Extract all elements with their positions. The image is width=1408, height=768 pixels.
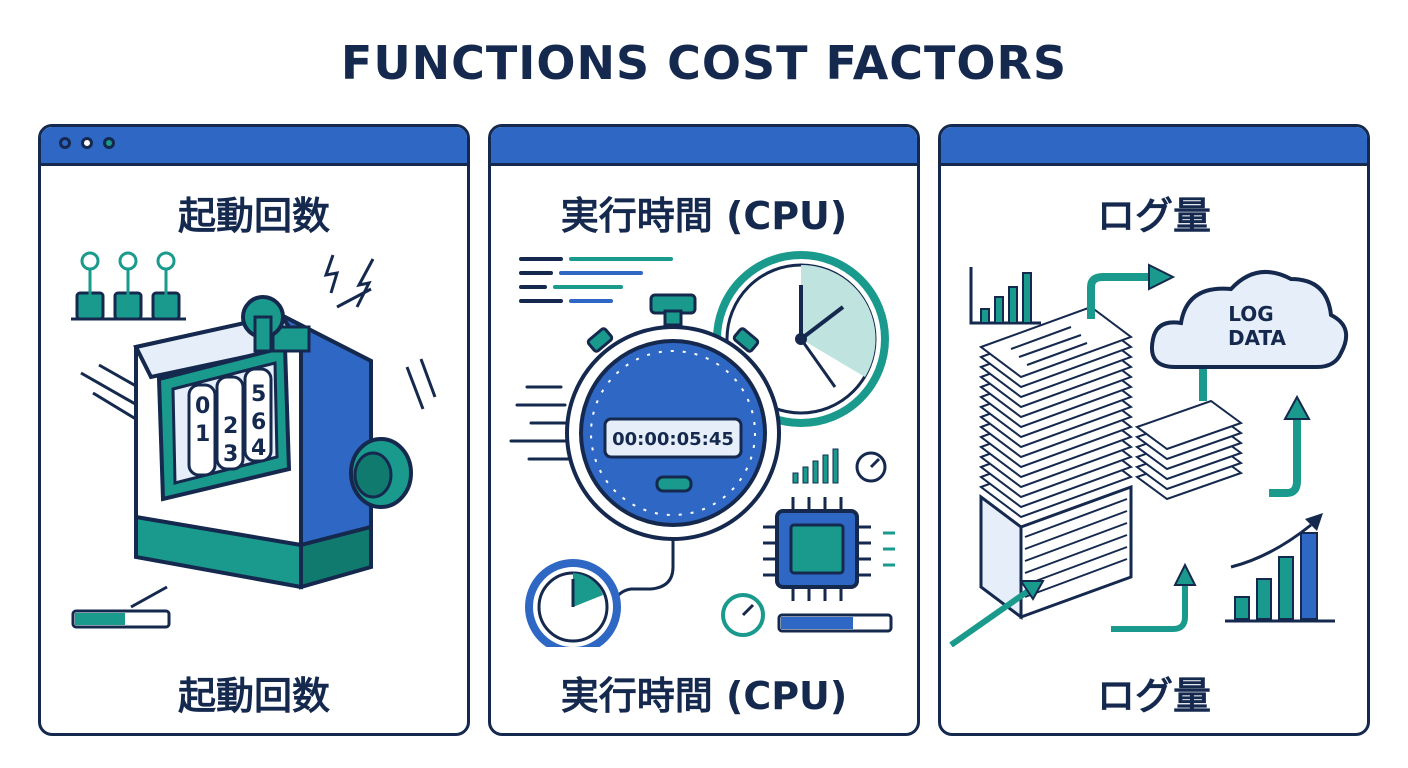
panel-heading: 起動回数	[177, 194, 330, 238]
log-stack-icon: LOG DATA	[949, 263, 1349, 647]
window-title-bar	[41, 127, 467, 166]
panel-caption: ログ量	[1096, 674, 1211, 718]
window-dot-icon	[103, 137, 115, 149]
panel-heading: 実行時間 (CPU)	[560, 194, 848, 238]
window-title-bar	[491, 127, 917, 166]
cloud-label: LOG	[1228, 302, 1273, 326]
window-title-bar	[941, 127, 1367, 166]
counter-digit: 2	[223, 414, 238, 439]
panel-heading: ログ量	[1096, 194, 1211, 238]
counter-digit: 5	[251, 382, 266, 407]
page-title: FUNCTIONS COST FACTORS	[340, 36, 1068, 90]
panel-log-volume: ログ量	[938, 124, 1370, 736]
panel-caption: 起動回数	[177, 674, 330, 718]
tally-counter-icon: 0 1 2 5 6 3 4	[71, 251, 437, 629]
panel-execution-time: 実行時間 (CPU)	[488, 124, 920, 736]
stopwatch-readout: 00:00:05:45	[612, 429, 734, 450]
counter-digit: 3	[223, 442, 238, 467]
counter-digit: 4	[251, 436, 266, 461]
cloud-label: DATA	[1228, 326, 1287, 350]
panel-caption: 実行時間 (CPU)	[560, 674, 848, 718]
panel-invocations: 起動回数	[38, 124, 470, 736]
window-dot-icon	[81, 137, 93, 149]
counter-digit: 6	[251, 410, 266, 435]
stopwatch-icon: 00:00:05:45	[509, 251, 895, 647]
counter-digit: 1	[195, 422, 210, 447]
counter-digit: 0	[195, 394, 210, 419]
window-dot-icon	[59, 137, 71, 149]
